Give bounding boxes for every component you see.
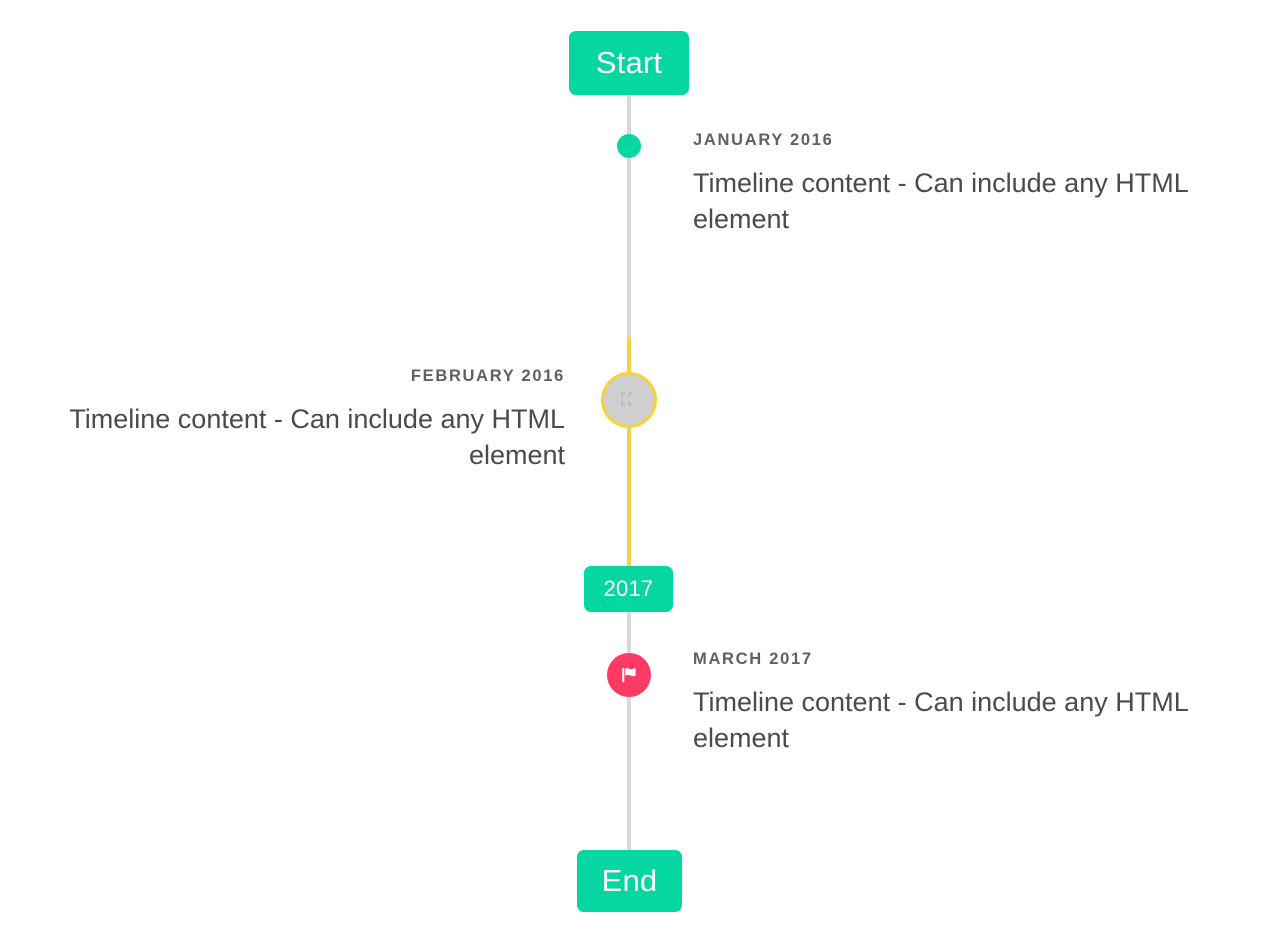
timeline-entry-body: Timeline content - Can include any HTML … <box>69 404 565 470</box>
timeline-entry-february-2016: FEBRUARY 2016 Timeline content - Can inc… <box>40 367 565 473</box>
timeline-entry-date: MARCH 2017 <box>693 650 813 668</box>
timeline-year-badge[interactable]: 2017 <box>584 566 673 612</box>
timeline-marker-dot-icon[interactable] <box>617 134 641 158</box>
timeline-rail-segment-yellow <box>627 337 631 572</box>
timeline-entry-body: Timeline content - Can include any HTML … <box>693 687 1188 753</box>
flag-icon <box>622 668 636 683</box>
timeline-end-badge[interactable]: End <box>577 850 682 912</box>
timeline-marker-broken-image-icon[interactable] <box>601 372 657 428</box>
timeline-marker-flag-icon[interactable] <box>607 653 651 697</box>
timeline-rail-segment-gray-top <box>627 94 631 337</box>
timeline-entry-date: JANUARY 2016 <box>693 131 834 149</box>
timeline-start-badge[interactable]: Start <box>569 31 689 95</box>
timeline-entry-date: FEBRUARY 2016 <box>410 367 565 385</box>
broken-image-icon <box>621 392 633 406</box>
timeline-entry-january-2016: JANUARY 2016 Timeline content - Can incl… <box>693 131 1218 237</box>
timeline-rail-segment-gray-bottom <box>627 612 631 856</box>
timeline-entry-body: Timeline content - Can include any HTML … <box>693 168 1188 234</box>
timeline-entry-march-2017: MARCH 2017 Timeline content - Can includ… <box>693 650 1218 756</box>
